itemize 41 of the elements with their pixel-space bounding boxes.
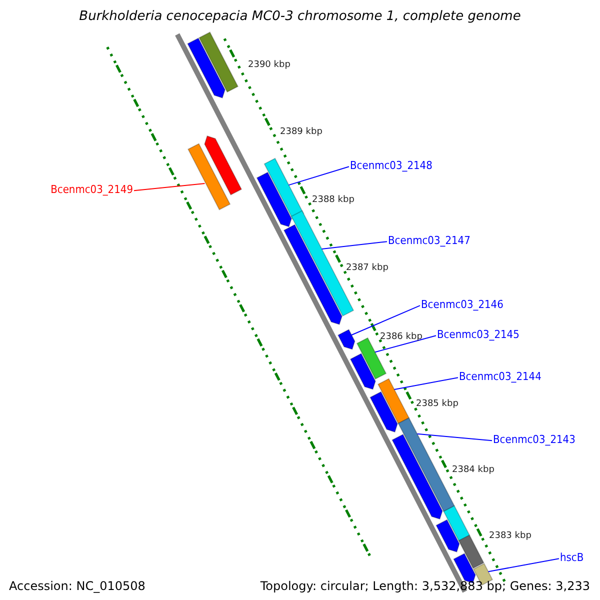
leader-line xyxy=(394,377,458,390)
gene-label: Bcenmc03_2147 xyxy=(388,235,470,246)
scale-label: 2386 kbp xyxy=(380,333,422,342)
gene-bar xyxy=(337,329,356,350)
gene-bar xyxy=(187,38,226,98)
gene-bar xyxy=(436,519,460,553)
scale-label: 2389 kbp xyxy=(280,128,322,137)
leader-line xyxy=(416,433,492,442)
gene-bar xyxy=(392,434,443,520)
gene-bar xyxy=(370,391,398,433)
leader-line xyxy=(134,182,206,192)
leader-line xyxy=(351,305,420,336)
gene-label: Bcenmc03_2149 xyxy=(50,184,133,195)
gene-label: Bcenmc03_2145 xyxy=(437,329,520,340)
accession-text: Accession: NC_010508 xyxy=(9,580,146,592)
scale-label: 2388 kbp xyxy=(312,196,354,205)
scale-label: 2385 kbp xyxy=(416,400,458,409)
leader-line xyxy=(374,335,436,353)
gene-bar xyxy=(198,32,239,93)
scale-label: 2390 kbp xyxy=(248,61,290,70)
gene-label: Bcenmc03_2143 xyxy=(493,434,576,445)
gene-bar xyxy=(350,352,376,390)
gene-bar xyxy=(256,172,292,228)
gene-label: Bcenmc03_2144 xyxy=(459,371,542,382)
leader-line xyxy=(321,241,388,250)
gene-label: Bcenmc03_2146 xyxy=(421,299,504,310)
gene-bar xyxy=(187,143,231,210)
leader-line xyxy=(288,166,350,186)
genome-stats-text: Topology: circular; Length: 3,532,883 bp; Genes: 3,233 xyxy=(260,580,590,592)
scale-label: 2387 kbp xyxy=(346,264,388,273)
gene-bar xyxy=(204,135,242,196)
gene-bar xyxy=(443,505,470,542)
scale-label: 2383 kbp xyxy=(489,532,532,541)
gene-bar xyxy=(377,378,410,424)
title: Burkholderia cenocepacia MC0-3 chromosome 1, complete genome xyxy=(79,10,521,23)
gene-bar xyxy=(458,534,484,569)
gene-bar xyxy=(283,224,342,326)
scale-label: 2384 kbp xyxy=(452,466,494,475)
gene-label: hscB xyxy=(560,552,584,563)
gene-label: Bcenmc03_2148 xyxy=(350,160,432,171)
leader-line xyxy=(488,558,560,572)
